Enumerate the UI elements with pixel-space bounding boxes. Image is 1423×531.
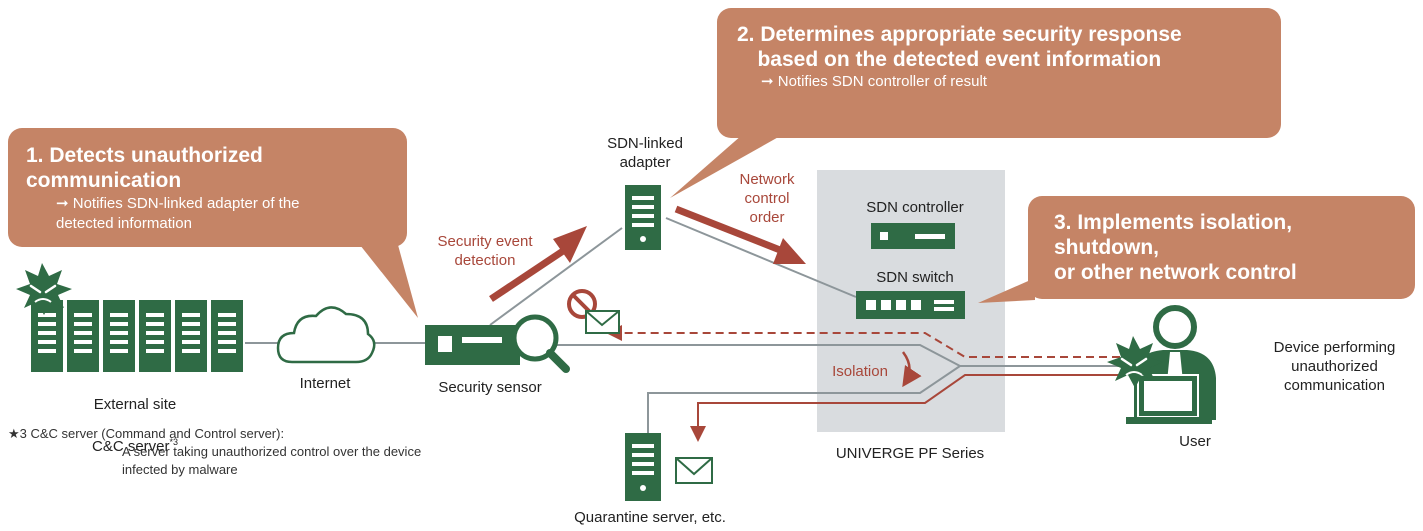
footnote-title: ★3 C&C server (Command and Control serve… [8,426,285,441]
sdn-switch-label: SDN switch [876,269,954,286]
external-site-label: External site C&C server*3 [60,376,210,456]
callout-2-heading: 2. Determines appropriate security respo… [737,23,1182,71]
sdn-controller-label: SDN controller [866,199,964,216]
cc-server-text: C&C server [91,438,170,455]
sdn-switch-device [856,291,965,319]
cloud-icon [276,306,376,364]
internet-label: Internet [299,375,351,392]
isolation-label: Isolation [832,363,888,380]
arrow-head-security-event [553,226,587,263]
red-paths [606,325,1120,442]
univerge-label: UNIVERGE PF Series [835,445,985,462]
callout-2-subtext: ➞ Notifies SDN controller of result [761,73,987,90]
sdn-controller-device [871,223,955,249]
external-site-text: External site [93,396,177,413]
callout-3-heading: 3. Implements isolation, shutdown, or ot… [1054,211,1297,284]
server-icon [625,185,661,250]
security-event-label: Security event detection [437,233,533,269]
callout-1: 1. Detects unauthorized communication ➞ … [8,128,407,247]
callout-3: 3. Implements isolation, shutdown, or ot… [1028,196,1415,299]
security-sensor-device [425,325,520,365]
envelope-icon-quarantine [675,457,713,484]
network-lines [245,217,1135,485]
footnote-body: A server taking unauthorized control ove… [122,444,422,477]
sdn-adapter-label: SDN-linked adapter [607,135,683,171]
callout-2-tail [670,135,782,198]
user-label: User [1179,433,1211,450]
magnifier-icon [511,314,570,373]
quarantine-server-icon [625,433,661,501]
network-control-label: Network control order [739,171,795,226]
callout-1-subtext: ➞ Notifies SDN-linked adapter of the det… [56,195,300,232]
arrow-icon [489,205,782,302]
callout-2: 2. Determines appropriate security respo… [717,8,1281,138]
callout-1-tail [360,245,418,318]
arrow-head-network-control [773,238,806,264]
device-performing-label: Device performing unauthorized communica… [1273,339,1396,394]
isolation-curve-arrow [901,351,922,388]
cc-server-sup: *3 [169,437,179,447]
cc-server-group [31,300,243,372]
malware-icon-user [1107,336,1163,388]
callout-3-tail [978,278,1035,303]
envelope-icon [585,310,620,334]
quarantine-label: Quarantine server, etc. [574,509,726,526]
callout-1-heading: 1. Detects unauthorized communication [26,144,263,192]
malware-icon [16,263,72,315]
security-sensor-label: Security sensor [438,379,542,396]
laptop-icon [1126,374,1212,424]
